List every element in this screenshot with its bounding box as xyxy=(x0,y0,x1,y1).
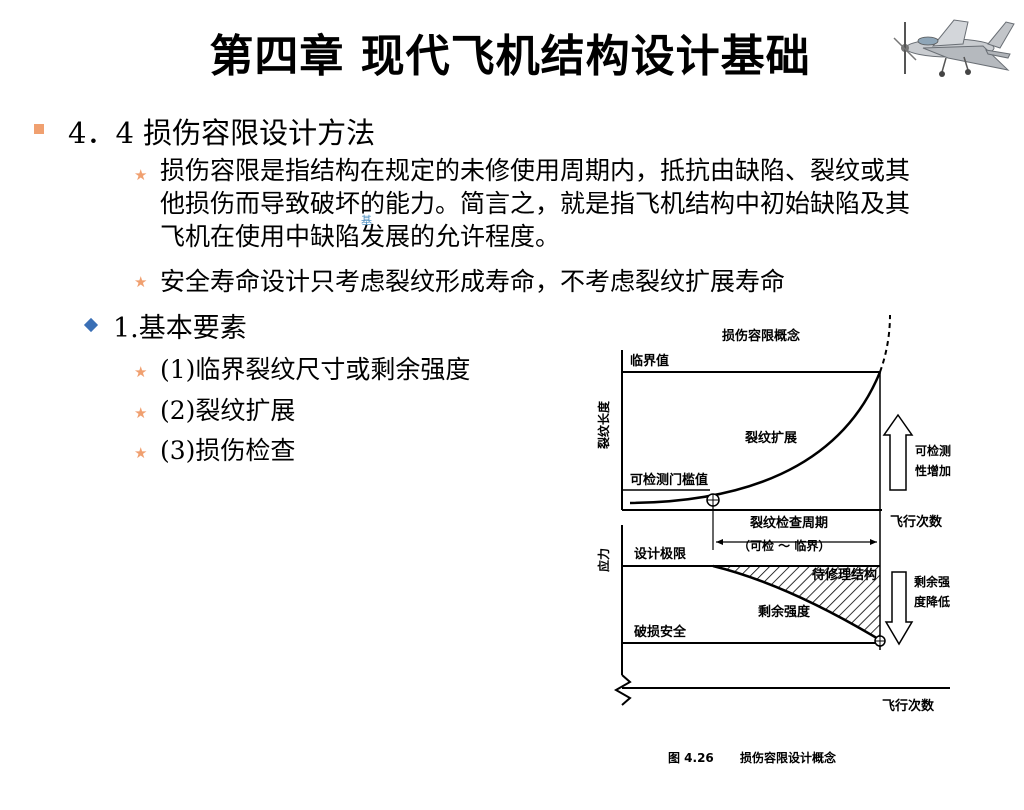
strength-drop-label: 剩余强 xyxy=(914,574,950,589)
crack-growth-label: 裂纹扩展 xyxy=(744,430,798,446)
star-bullet-icon: ★ xyxy=(134,363,148,381)
square-bullet-icon xyxy=(34,124,44,134)
sub-heading: 1.基本要素 xyxy=(113,313,247,344)
fail-safe-label: 破损安全 xyxy=(634,624,687,640)
section-heading: 4．4 损伤容限设计方法 xyxy=(68,116,376,150)
safe-life-note: 安全寿命设计只考虑裂纹形成寿命，不考虑裂纹扩展寿命 xyxy=(160,267,786,296)
residual-region xyxy=(713,566,880,640)
stray-char: 基 xyxy=(361,214,372,227)
residual-strength-label: 剩余强度 xyxy=(758,604,811,620)
inspection-range-label: （可检 ～ 临界） xyxy=(738,538,830,553)
damage-tolerance-figure: 损伤容限概念 裂纹长度 临界值 裂纹扩展 可检测门槛值 可检测 性增加 裂纹检查… xyxy=(596,314,951,765)
crack-growth-curve xyxy=(629,371,882,505)
element-item: (3)损伤检查 xyxy=(160,436,296,465)
inspection-period-label: 裂纹检查周期 xyxy=(749,515,828,531)
strength-drop-label: 度降低 xyxy=(914,594,950,609)
detectability-label: 可检测 xyxy=(915,443,951,458)
residual-strength-curve xyxy=(712,564,881,642)
star-bullet-icon: ★ xyxy=(134,166,148,184)
diamond-bullet-icon xyxy=(83,317,99,333)
bottom-ylabel: 应力 xyxy=(596,548,611,572)
star-bullet-icon: ★ xyxy=(134,444,148,462)
x-label-top: 飞行次数 xyxy=(890,514,943,530)
caption-number: 图 4.26 xyxy=(668,751,714,765)
top-title: 损伤容限概念 xyxy=(722,328,800,344)
detectability-arrow xyxy=(882,413,914,491)
star-bullet-icon: ★ xyxy=(134,273,148,291)
x-label-bottom: 飞行次数 xyxy=(882,698,935,714)
figure-caption: 损伤容限设计概念 xyxy=(740,750,836,765)
definition-text: 损伤容限是指结构在规定的未修使用周期内，抵抗由缺陷、裂纹或其他损伤而导致破坏的能… xyxy=(160,156,911,251)
page-title: 第四章 现代飞机结构设计基础 xyxy=(209,31,811,82)
critical-value-label: 临界值 xyxy=(630,353,669,369)
element-item: (2)裂纹扩展 xyxy=(160,396,296,425)
crack-extrapolation xyxy=(879,314,891,373)
to-repair-label: 待修理结构 xyxy=(811,567,877,583)
detect-threshold-label: 可检测门槛值 xyxy=(630,472,708,488)
airplane-icon xyxy=(893,19,1015,77)
design-limit-label: 设计极限 xyxy=(634,546,687,562)
detectability-label: 性增加 xyxy=(914,463,951,478)
top-ylabel: 裂纹长度 xyxy=(596,400,611,450)
strength-drop-arrow xyxy=(884,571,914,646)
star-bullet-icon: ★ xyxy=(134,404,148,422)
element-item: (1)临界裂纹尺寸或剩余强度 xyxy=(160,355,471,384)
